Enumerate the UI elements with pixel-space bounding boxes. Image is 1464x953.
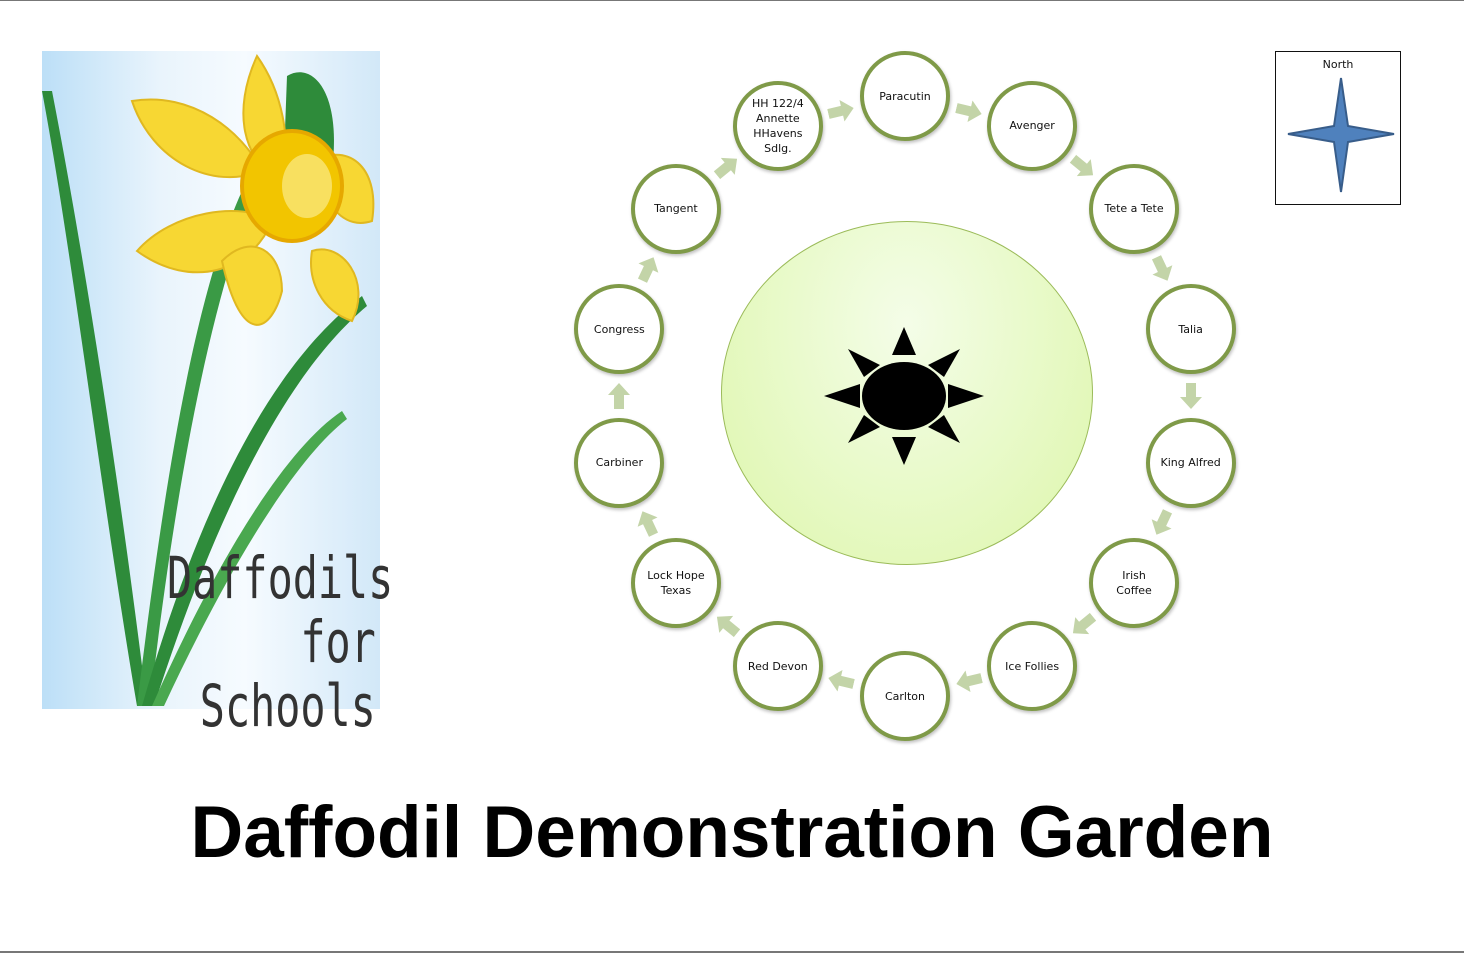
- arrow-icon: [1073, 612, 1097, 634]
- node-label: Ice Follies: [1005, 659, 1060, 673]
- arrow-icon: [1069, 155, 1094, 177]
- node-label: Lock Hope Texas: [647, 569, 705, 598]
- arrow-icon: [1152, 255, 1173, 281]
- node-label: King Alfred: [1160, 456, 1221, 470]
- node-congress: Congress: [574, 284, 665, 375]
- node-paracutin: Paracutin: [860, 51, 950, 141]
- arrow-icon: [713, 158, 737, 180]
- arrow-icon: [1179, 383, 1202, 409]
- arrow-icon: [716, 615, 741, 637]
- north-compass: North: [1275, 51, 1401, 205]
- arrow-icon: [637, 511, 658, 537]
- sun-icon: [824, 327, 984, 465]
- node-label: HH 122/4 Annette HHavens Sdlg.: [751, 96, 804, 155]
- node-carbiner: Carbiner: [574, 417, 665, 508]
- arrow-icon: [608, 383, 631, 409]
- node-hh-122-4-annette-hhavens-sdlg: HH 122/4 Annette HHavens Sdlg.: [732, 80, 823, 171]
- arrow-icon: [1151, 508, 1173, 535]
- node-lock-hope-texas: Lock Hope Texas: [630, 538, 721, 629]
- node-irish-coffee: Irish Coffee: [1089, 538, 1180, 629]
- node-label: Tangent: [654, 202, 698, 216]
- node-tangent: Tangent: [630, 163, 721, 254]
- node-label: Tete a Tete: [1104, 202, 1164, 216]
- page-title: Daffodil Demonstration Garden: [190, 792, 1274, 873]
- arrow-icon: [954, 100, 982, 122]
- node-tete-a-tete: Tete a Tete: [1089, 163, 1180, 254]
- compass-star-icon: [1287, 77, 1395, 193]
- node-label: Red Devon: [747, 659, 808, 673]
- node-label: Carlton: [884, 689, 925, 703]
- node-label: Talia: [1178, 322, 1203, 336]
- node-label: Congress: [593, 322, 645, 336]
- node-label: Carbiner: [595, 456, 643, 470]
- node-red-devon: Red Devon: [732, 621, 823, 712]
- arrow-icon: [828, 670, 856, 692]
- logo-text-line1: Daffodils: [167, 544, 394, 612]
- node-label: Avenger: [1009, 119, 1055, 133]
- arrow-icon: [827, 99, 855, 122]
- node-king-alfred: King Alfred: [1145, 417, 1236, 508]
- arrow-icon: [955, 670, 983, 693]
- arrow-icon: [637, 257, 659, 283]
- node-avenger: Avenger: [987, 80, 1078, 171]
- node-carlton: Carlton: [860, 651, 950, 741]
- node-ice-follies: Ice Follies: [987, 621, 1078, 712]
- node-label: Paracutin: [879, 89, 931, 103]
- logo-text-line2: for Schools: [199, 608, 376, 740]
- node-talia: Talia: [1145, 284, 1236, 375]
- daffodil-illustration: [42, 54, 375, 706]
- north-label: North: [1322, 58, 1354, 71]
- node-label: Irish Coffee: [1116, 569, 1152, 598]
